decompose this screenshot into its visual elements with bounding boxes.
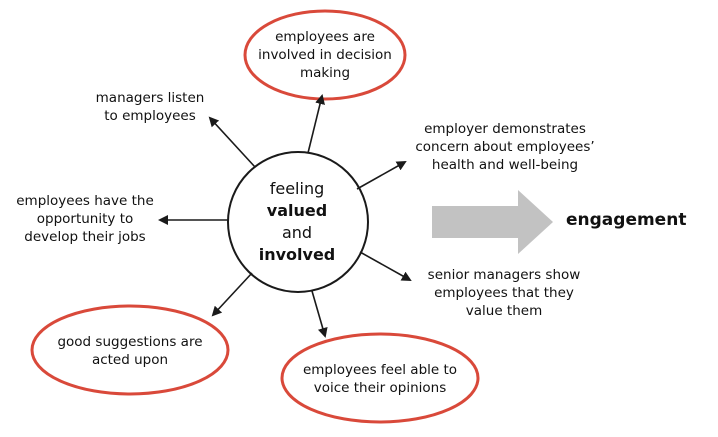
arrow-to-concern [356, 161, 407, 190]
center-circle [227, 151, 369, 293]
oval-voice [280, 332, 480, 424]
center-line-4: involved [258, 245, 336, 264]
item-value: senior managers show employees that they… [427, 267, 581, 319]
center-line-2: valued [266, 201, 328, 220]
oval-decision [243, 9, 407, 101]
arrow-to-decision [307, 94, 325, 154]
item-suggestions: good suggestions are acted upon [57, 334, 203, 368]
engagement-arrow [432, 190, 553, 254]
center-line-1: feeling [269, 179, 325, 198]
item-develop: employees have the opportunity to develo… [16, 193, 154, 245]
center-line-3: and [281, 223, 313, 242]
oval-suggestions [30, 304, 230, 396]
item-listen: managers listen to employees [95, 90, 205, 124]
item-voice: employees feel able to voice their opini… [302, 362, 458, 396]
arrow-to-value [359, 251, 412, 281]
arrow-to-listen [208, 116, 256, 168]
item-decision: employees are involved in decision makin… [258, 29, 392, 81]
arrow-to-suggestions [211, 272, 253, 317]
engagement-label: engagement [566, 210, 687, 230]
center-label: feeling valued and involved [235, 178, 359, 266]
arrow-to-voice [311, 290, 328, 338]
item-concern: employer demonstrates concern about empl… [415, 121, 595, 173]
